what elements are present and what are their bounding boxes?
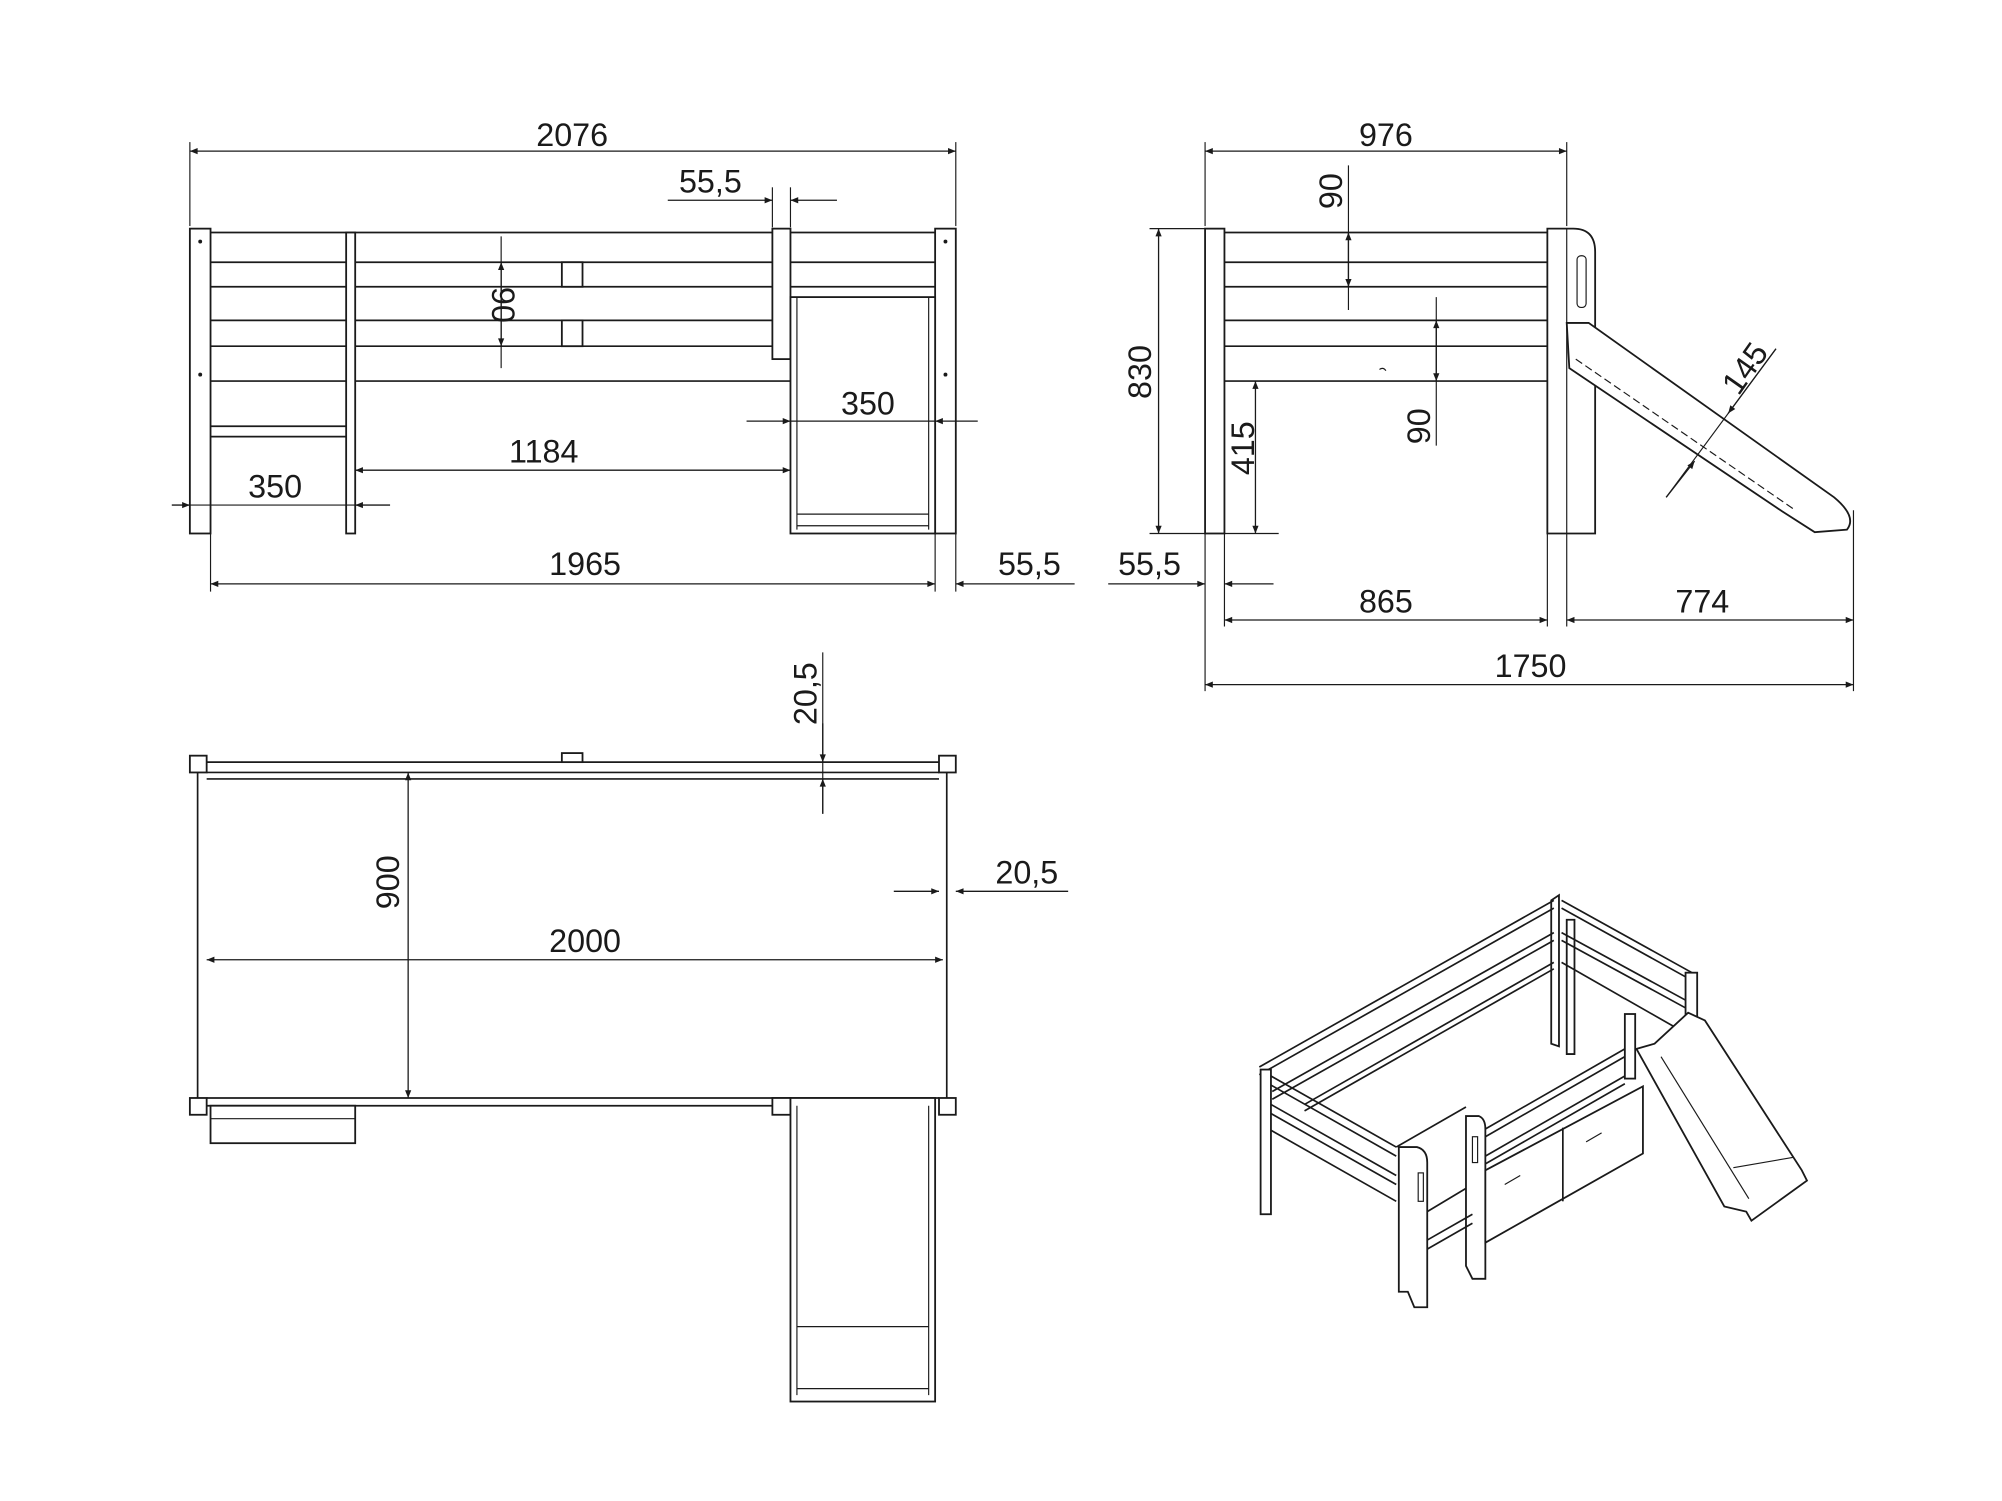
dim-label-overall-length: 2076: [536, 117, 608, 153]
top-view: 20,5 20,5 900 2000: [188, 652, 1069, 1403]
dim-label-ladder-width: 350: [248, 468, 302, 504]
dim-label-post-width-side: 55,5: [1118, 546, 1181, 582]
dim-label-mattress-width: 900: [370, 855, 406, 909]
front-view-geometry: [188, 227, 957, 535]
front-view: 2076 55,5 90 350 1184 350 1965 55,5: [171, 117, 1075, 592]
dim-label-overall-height: 830: [1122, 345, 1158, 399]
dim-label-rail-offset-right: 20,5: [995, 855, 1058, 891]
dim-label-overall-depth: 1750: [1495, 648, 1567, 684]
dim-label-rail-spacing-lower: 90: [1401, 408, 1437, 444]
dim-label-slide-width-side: 145: [1715, 336, 1775, 401]
dim-label-rail-offset-top: 20,5: [787, 662, 823, 725]
dim-label-overall-width: 976: [1359, 117, 1413, 153]
dim-label-inner-width: 865: [1359, 583, 1413, 619]
isometric-view: [1258, 893, 1809, 1309]
top-view-geometry: [188, 752, 957, 1403]
dim-label-slide-width: 350: [841, 386, 895, 422]
dim-label-post-width: 55,5: [679, 163, 742, 199]
dim-label-post-width-right: 55,5: [998, 546, 1061, 582]
side-view-geometry: [1204, 227, 1851, 535]
dim-label-rail-height: 90: [485, 287, 521, 323]
dim-label-inner-length: 1965: [549, 546, 621, 582]
dim-label-rail-spacing-top: 90: [1313, 173, 1349, 209]
side-view: 976 90 830 90 415 145 55,5 865 774 1750: [1108, 117, 1855, 692]
dim-label-underbed-height: 415: [1225, 421, 1261, 475]
dim-label-gap: 1184: [509, 433, 578, 469]
dim-label-slide-projection: 774: [1675, 583, 1729, 619]
dim-label-mattress-length: 2000: [549, 923, 621, 959]
